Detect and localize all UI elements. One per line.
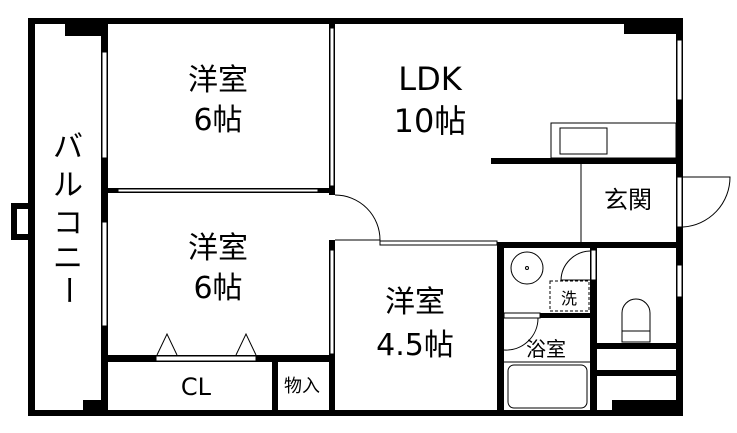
sliding-door[interactable] bbox=[379, 240, 498, 246]
bathtub-icon bbox=[507, 364, 588, 409]
room-size: 6帖 bbox=[193, 271, 242, 306]
washbasin-icon bbox=[510, 251, 544, 285]
kitchen-wall bbox=[491, 158, 676, 164]
sliding-door[interactable] bbox=[329, 249, 335, 355]
entrance-door[interactable] bbox=[682, 176, 731, 228]
door-swing[interactable] bbox=[334, 194, 381, 241]
window bbox=[676, 264, 683, 298]
wet-area-wall bbox=[497, 242, 504, 415]
closet-label: CL bbox=[181, 373, 212, 401]
balcony-label: バ ル コ ニ ー bbox=[50, 130, 85, 305]
room-name: 洋室 bbox=[188, 63, 248, 98]
door-swing bbox=[503, 317, 539, 351]
room-name: 洋室 bbox=[385, 285, 445, 320]
column-top-right bbox=[624, 24, 676, 34]
washer-label: 洗 bbox=[561, 289, 577, 308]
window bbox=[101, 51, 108, 159]
balcony-char: ー bbox=[50, 275, 85, 305]
sink-icon bbox=[559, 127, 608, 155]
room-size: 6帖 bbox=[193, 103, 242, 138]
bath-wall bbox=[540, 313, 597, 318]
outer-wall-left bbox=[28, 18, 35, 416]
room-name: LDK bbox=[398, 60, 462, 98]
entrance-label: 玄関 bbox=[604, 186, 652, 214]
balcony-char: バ bbox=[53, 130, 83, 165]
bathroom-label: 浴室 bbox=[526, 337, 566, 361]
sliding-door[interactable] bbox=[329, 27, 335, 187]
outer-wall-bottom bbox=[28, 410, 683, 416]
balcony-char: ニ bbox=[53, 241, 83, 276]
window bbox=[101, 221, 108, 327]
drain-icon bbox=[525, 266, 529, 270]
balcony-char: コ bbox=[53, 206, 83, 241]
closet-door[interactable] bbox=[155, 355, 257, 362]
storage-label: 物入 bbox=[284, 376, 320, 397]
toilet-icon bbox=[621, 298, 651, 343]
sliding-door[interactable] bbox=[117, 188, 319, 193]
entrance-door-frame bbox=[676, 176, 683, 228]
bath-door[interactable] bbox=[503, 312, 541, 319]
room-name: 洋室 bbox=[188, 231, 248, 266]
column-top-left bbox=[65, 24, 108, 36]
column-bottom-right bbox=[612, 400, 676, 410]
column-bottom-left bbox=[83, 400, 108, 410]
door-opening bbox=[329, 195, 335, 240]
balcony-wall bbox=[101, 24, 108, 410]
door-opening bbox=[590, 249, 597, 281]
storage-wall bbox=[272, 362, 278, 410]
balcony-bump bbox=[11, 203, 28, 240]
storage-shelf-wall bbox=[597, 370, 682, 376]
wet-area-wall bbox=[497, 242, 682, 248]
window bbox=[676, 39, 683, 101]
toilet-wall bbox=[597, 343, 682, 349]
washer-space bbox=[549, 280, 590, 312]
balcony-char: ル bbox=[53, 168, 83, 203]
folding-door-marks bbox=[156, 332, 257, 356]
outer-wall-top bbox=[28, 18, 683, 24]
room-size: 4.5帖 bbox=[376, 328, 454, 363]
wet-area-wall bbox=[590, 248, 597, 415]
room-size: 10帖 bbox=[394, 102, 467, 140]
door-swing[interactable] bbox=[560, 250, 591, 281]
